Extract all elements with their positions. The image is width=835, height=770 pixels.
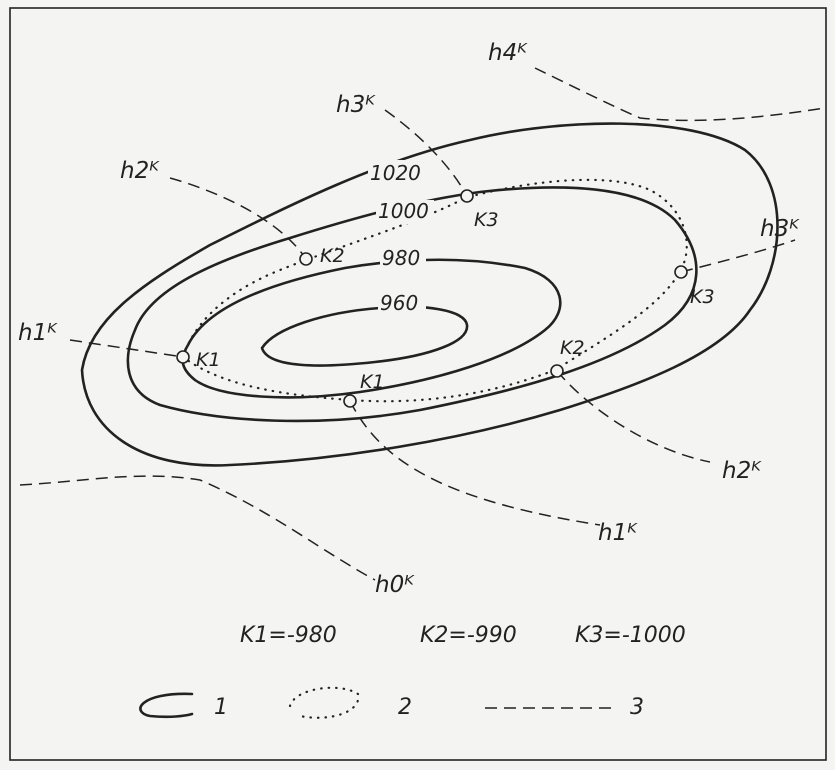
legend-symbol-dotted [288, 686, 360, 719]
contour-label-1020: 1020 [370, 161, 421, 185]
contour-1000 [126, 186, 698, 423]
dotted-boundary [181, 178, 688, 403]
point-k3-north [460, 189, 474, 203]
isoline-h3-north [384, 109, 468, 197]
isoline-label-h3-east: h3ᴷ [760, 216, 800, 242]
isoline-h1-west [69, 339, 184, 358]
isoline-label-h4: h4ᴷ [488, 40, 528, 66]
isoline-label-h1-west: h1ᴷ [18, 320, 58, 346]
isoline-label-h0: h0ᴷ [375, 572, 415, 598]
point-k2-north [299, 252, 313, 266]
isoline-label-h1-south: h1ᴷ [598, 520, 638, 546]
isoline-h1-south [349, 400, 601, 526]
label-k3-east: K3 [690, 286, 715, 308]
contour-label-960: 960 [380, 291, 418, 315]
isoline-label-h2-south: h2ᴷ [722, 458, 762, 484]
contour-label-1000: 1000 [378, 199, 429, 223]
isoline-h2-south [556, 370, 711, 463]
contour-960 [260, 305, 469, 367]
legend-label-2: 2 [398, 695, 412, 720]
point-k1-west [176, 350, 190, 364]
isoline-label-h2-north: h2ᴷ [120, 158, 160, 184]
legend-label-1: 1 [214, 695, 228, 720]
formula-k2: K2=-990 [420, 623, 517, 648]
point-k2-east [550, 364, 564, 378]
label-k1-south: K1 [360, 371, 385, 393]
label-k2-east: K2 [560, 337, 585, 359]
isoline-h4 [534, 67, 826, 122]
legend-symbol-solid [139, 692, 194, 719]
figure-frame [9, 7, 827, 761]
contour-1020 [80, 122, 779, 467]
point-k1-south [343, 394, 357, 408]
contour-980 [181, 258, 562, 399]
contour-label-980: 980 [382, 246, 420, 270]
isoline-h3-east [680, 239, 796, 273]
point-k3-east [674, 265, 688, 279]
legend-label-3: 3 [630, 695, 644, 720]
formula-k1: K1=-980 [240, 623, 337, 648]
label-k1-west: K1 [196, 349, 221, 371]
isoline-h0 [19, 475, 376, 581]
isoline-label-h3-north: h3ᴷ [336, 92, 376, 118]
label-k3-north: K3 [474, 209, 499, 231]
isoline-h2-north [169, 177, 307, 260]
label-k2-north: K2 [320, 245, 345, 267]
formula-k3: K3=-1000 [575, 623, 686, 648]
